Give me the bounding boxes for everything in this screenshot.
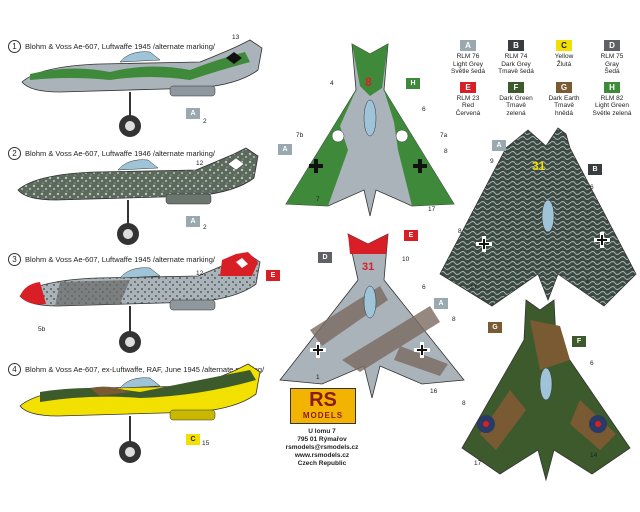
callout-17: 17	[428, 206, 436, 213]
callout-d-chip: D	[318, 252, 332, 263]
callout-8: 8	[458, 228, 462, 235]
legend-chip-f: F	[508, 81, 524, 93]
callout-5b: 5b	[38, 326, 46, 333]
callout-2: 2	[203, 118, 207, 125]
callout-7: 7	[316, 196, 320, 203]
callout-8: 8	[462, 400, 466, 407]
callout-17: 17	[470, 284, 478, 291]
callout-b-chip: B	[588, 164, 602, 175]
legend-chip-e: E	[460, 81, 476, 93]
profile-1-aircraft	[21, 39, 263, 137]
callout-6: 6	[422, 106, 426, 113]
svg-text:31: 31	[362, 261, 374, 273]
legend-chip-g: G	[556, 81, 572, 93]
callout-1: 1	[586, 278, 590, 285]
callout-7a: 7a	[440, 132, 448, 139]
profile-3-aircraft	[19, 252, 261, 353]
callout-c-chip: C	[186, 434, 200, 445]
company-address: U lomu 7 795 01 Rýmařov rsmodels@rsmodel…	[285, 428, 359, 467]
rs-models-logo: RS MODELS	[290, 388, 356, 424]
callout-16: 16	[430, 388, 438, 395]
callout-8: 8	[452, 316, 456, 323]
callout-9: 9	[490, 158, 494, 165]
callout-7b: 7b	[296, 132, 304, 139]
logo-rs: RS	[309, 389, 337, 411]
callout-6: 6	[590, 360, 594, 367]
callout-12: 12	[196, 160, 204, 167]
top-view-3: 31	[279, 233, 465, 399]
callout-2: 2	[203, 224, 207, 231]
callout-10: 10	[402, 256, 410, 263]
profile-3-number: 3	[8, 253, 21, 266]
callout-4: 4	[330, 80, 334, 87]
top-view-4	[461, 299, 631, 482]
callout-14: 14	[590, 452, 598, 459]
logo-models: MODELS	[302, 411, 344, 420]
profile-4-aircraft	[19, 363, 261, 463]
callout-a-chip: A	[492, 140, 506, 151]
callout-12: 12	[196, 270, 204, 277]
callout-8: 8	[444, 148, 448, 155]
profile-2-number: 2	[8, 147, 21, 160]
callout-6: 6	[422, 284, 426, 291]
profile-4-number: 4	[8, 363, 21, 376]
callout-a-chip: A	[186, 216, 200, 227]
profile-2-aircraft	[17, 147, 259, 245]
callout-6: 6	[590, 184, 594, 191]
legend-chip-h: H	[604, 81, 620, 93]
callout-h-chip: H	[406, 78, 420, 89]
svg-text:8: 8	[365, 75, 372, 89]
callout-17: 17	[474, 460, 482, 467]
callout-13: 13	[232, 34, 240, 41]
callout-a-chip: A	[434, 298, 448, 309]
top-view-1: 8	[285, 43, 455, 217]
top-view-2: 31	[439, 127, 637, 307]
callout-g-chip: G	[488, 322, 502, 333]
side-profiles-drawing	[17, 39, 263, 463]
callout-f-chip: F	[572, 336, 586, 347]
callout-e-chip: E	[404, 230, 418, 241]
top-views-drawing: 8 31 31	[279, 43, 637, 482]
legend-chip-b: B	[508, 40, 524, 51]
callout-15: 15	[202, 440, 210, 447]
svg-text:31: 31	[532, 159, 546, 173]
legend-chip-a: A	[460, 40, 476, 51]
legend-chip-c: C	[556, 40, 572, 51]
callout-1: 1	[316, 374, 320, 381]
callout-e-chip: E	[266, 270, 280, 281]
callout-a-chip: A	[278, 144, 292, 155]
legend-chip-d: D	[604, 40, 620, 51]
profile-1-number: 1	[8, 40, 21, 53]
callout-a-chip: A	[186, 108, 200, 119]
